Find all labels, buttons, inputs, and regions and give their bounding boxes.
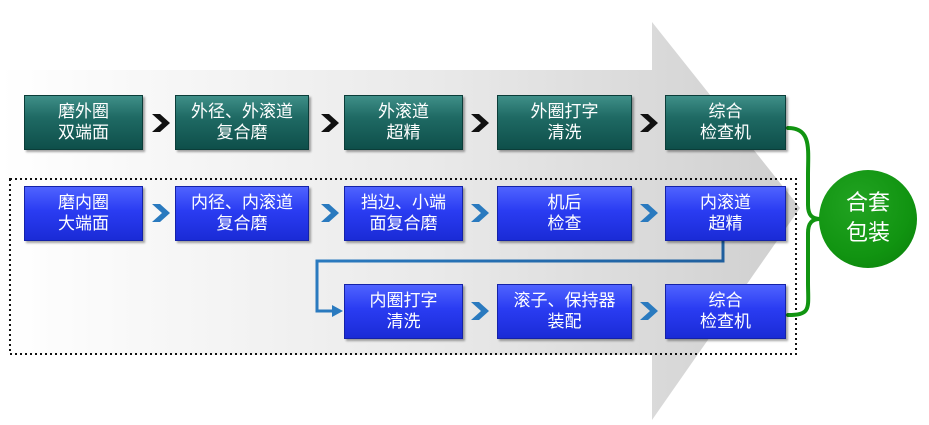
- outer-step-raceway-superfinish: 外滚道 超精: [344, 95, 463, 150]
- row-connector-arrowhead: [332, 305, 343, 317]
- outer-arrow-4: [640, 114, 658, 132]
- inner-arrow-1: [152, 204, 170, 222]
- outer-arrow-3: [471, 114, 489, 132]
- inner-step-final-inspection: 综合 检查机: [665, 284, 786, 339]
- outer-flow-arrows: [152, 114, 658, 132]
- inner-arrow-6: [640, 302, 658, 320]
- inner-arrow-5: [471, 302, 489, 320]
- inner-step-roller-cage-assembly: 滚子、保持器 装配: [497, 284, 632, 339]
- inner-step-rib-small-face-grinding: 挡边、小端 面复合磨: [344, 186, 463, 241]
- outer-arrow-1: [152, 114, 170, 132]
- outer-step-marking-cleaning: 外圈打字 清洗: [497, 95, 632, 150]
- inner-arrow-2: [321, 204, 339, 222]
- outer-step-od-raceway-grinding: 外径、外滚道 复合磨: [175, 95, 309, 150]
- inner-flow-arrows: [152, 204, 658, 320]
- outer-arrow-2: [321, 114, 339, 132]
- final-assembly-packing-node: 合套 包装: [819, 170, 917, 268]
- row-connector-line: [315, 240, 725, 313]
- inner-step-post-machine-inspection: 机后 检查: [497, 186, 632, 241]
- inner-arrow-4: [640, 204, 658, 222]
- merge-brace: [786, 126, 821, 317]
- outer-step-grind-end-faces: 磨外圈 双端面: [24, 95, 143, 150]
- inner-arrow-3: [471, 204, 489, 222]
- inner-step-marking-cleaning: 内圈打字 清洗: [344, 284, 463, 339]
- inner-step-grind-big-end-face: 磨内圈 大端面: [24, 186, 143, 241]
- inner-step-raceway-superfinish: 内滚道 超精: [665, 186, 786, 241]
- outer-step-final-inspection: 综合 检查机: [665, 95, 786, 150]
- inner-step-bore-raceway-grinding: 内径、内滚道 复合磨: [175, 186, 309, 241]
